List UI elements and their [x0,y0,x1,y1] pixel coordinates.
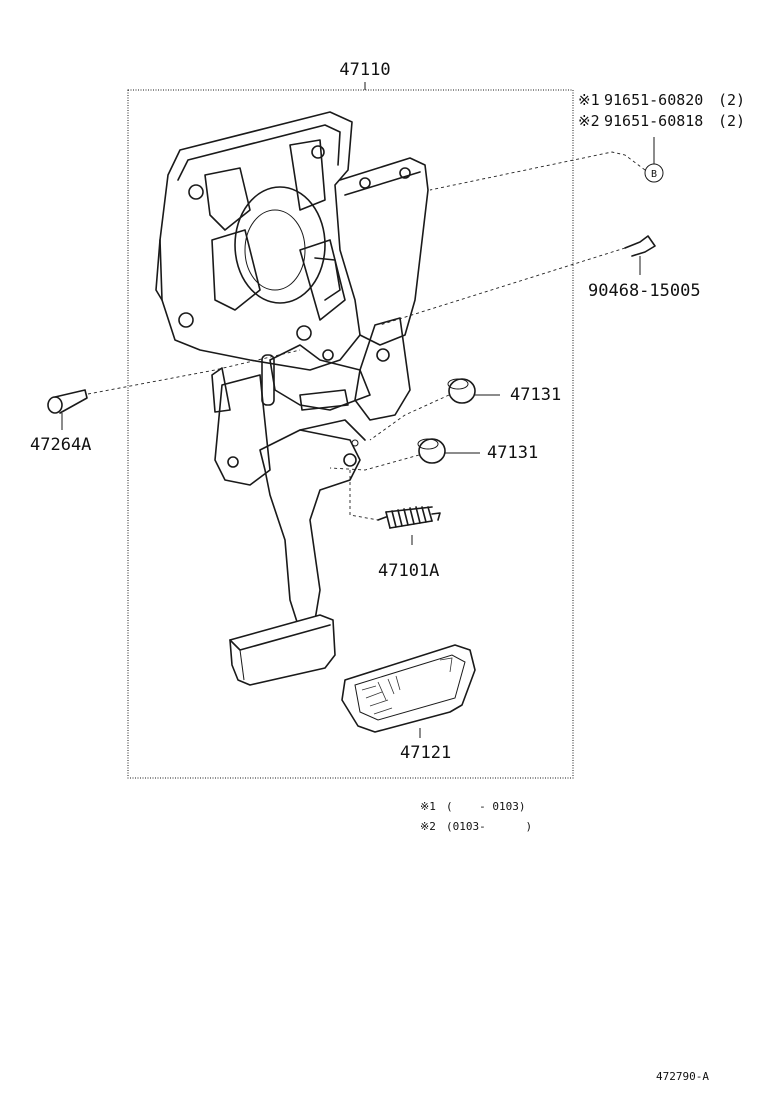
note-2-mark: ※2 [420,820,436,833]
bolt-2-mark: ※2 [578,112,600,130]
bolt-1-part-number: 91651-60820 [604,91,703,109]
bolt-2-quantity: (2) [718,112,745,130]
spring-part-number: 47101A [378,561,439,581]
pin-part-number: 47264A [30,435,91,455]
bolt-marker-label: B [651,169,657,180]
assembly-part-number: 47110 [339,60,390,80]
pad-part-number: 47121 [400,743,451,763]
clevis-pin [47,349,301,430]
return-spring [349,470,441,545]
stopper-lower [329,438,480,471]
pedal-pad [341,644,476,738]
assembly-boundary [127,89,574,779]
bolt-1-quantity: (2) [718,91,745,109]
pedal-bracket [155,111,429,486]
retaining-clip [379,235,656,326]
note-1-range: ( - 0103) [446,800,525,813]
note-2-range: (0103- ) [446,820,532,833]
clip-part-number: 90468-15005 [588,281,701,301]
pedal-arm [259,419,366,626]
pedal-foot-plate [229,614,336,686]
note-1-mark: ※1 [420,800,436,813]
bolt-2-part-number: 91651-60818 [604,112,703,130]
bolt-1-mark: ※1 [578,91,600,109]
stopper-upper-part-number: 47131 [510,385,561,405]
bolt-reference-marker: B [429,137,664,191]
figure-reference: 472790-A [656,1070,709,1083]
stopper-lower-part-number: 47131 [487,443,538,463]
stopper-upper [369,378,500,441]
